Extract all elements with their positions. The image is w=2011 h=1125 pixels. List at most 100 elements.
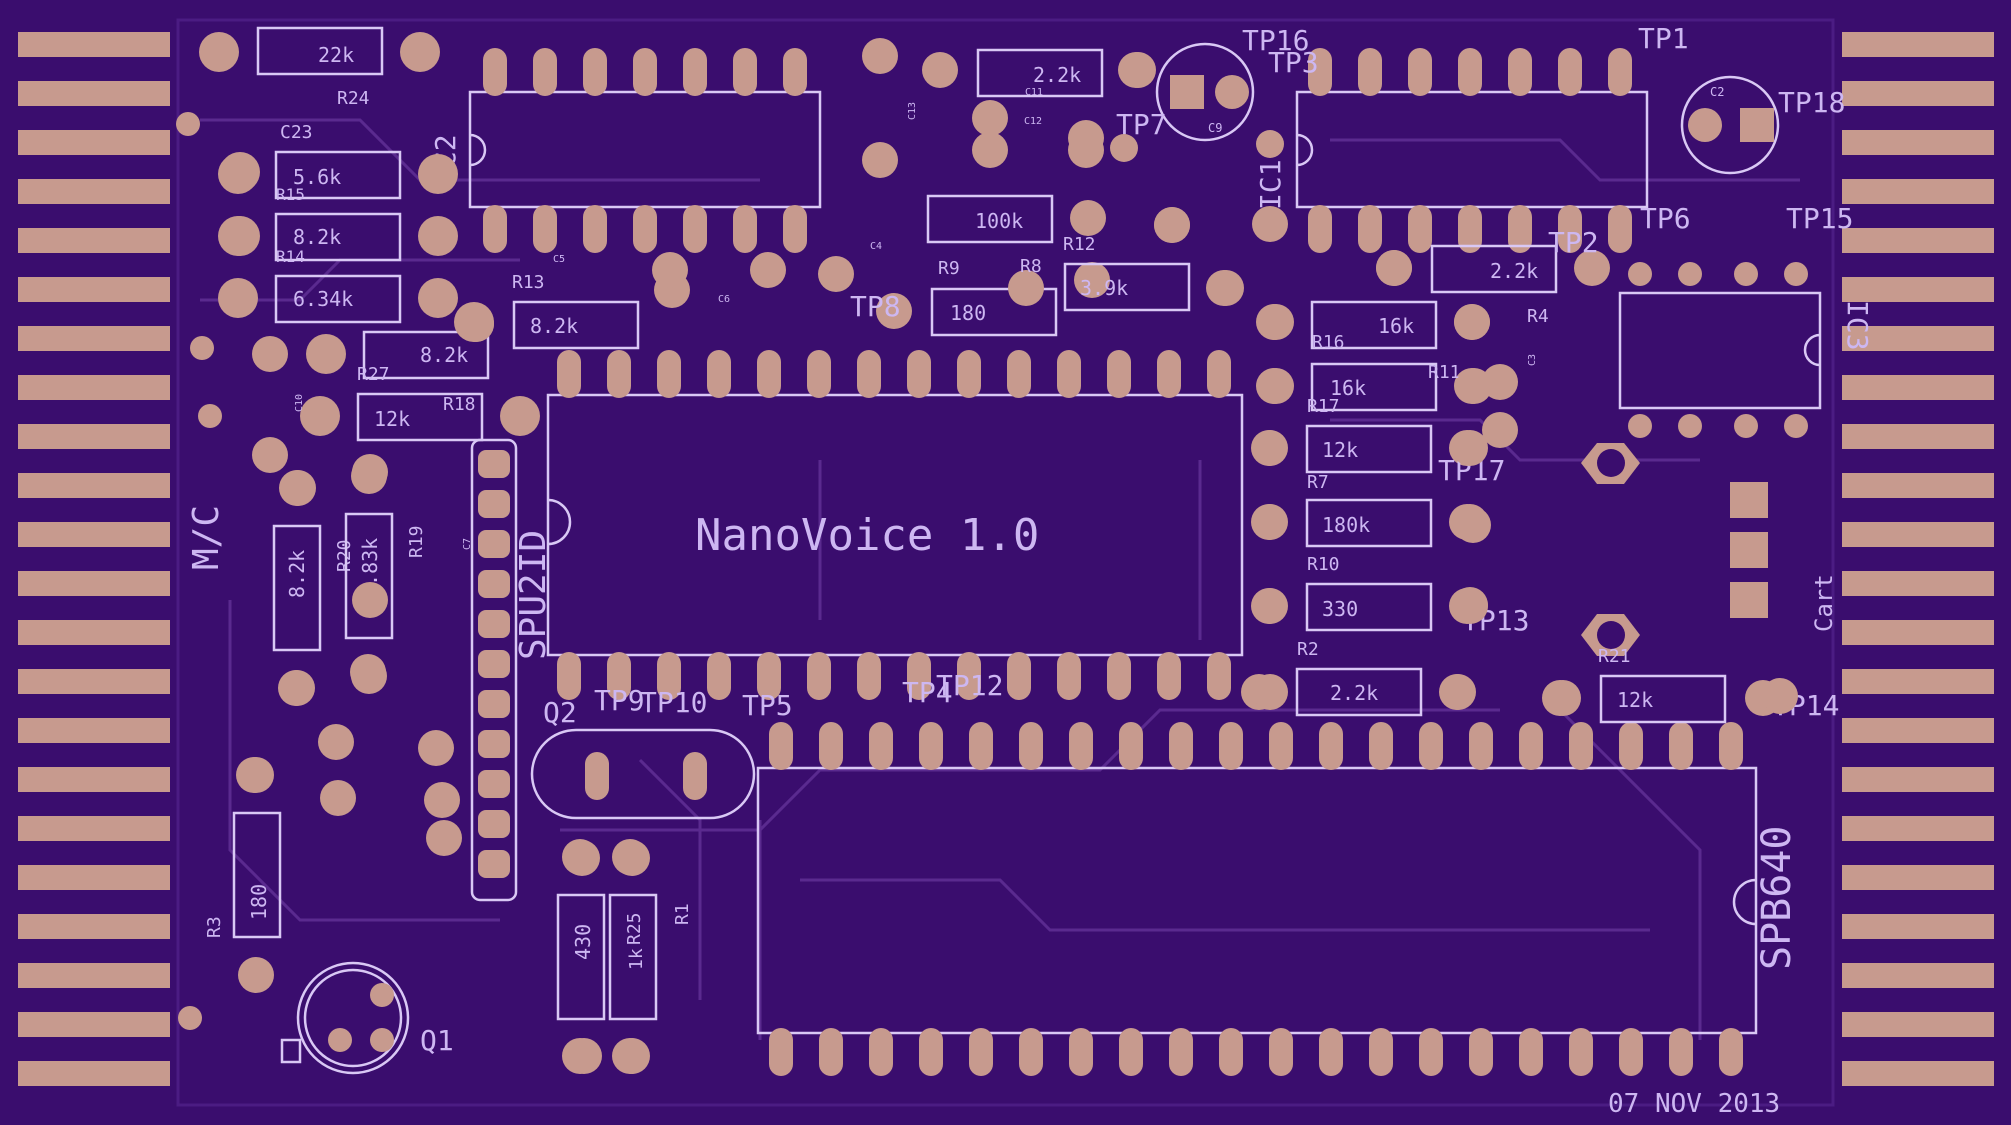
r13-value: 8.2k	[530, 314, 578, 338]
tp5-label: TP5	[742, 689, 793, 722]
r8-value: 3.9k	[1080, 276, 1128, 300]
ic1-chip: IC1	[1254, 48, 1649, 253]
r24-ref: R24	[337, 88, 370, 109]
transistor-q1: Q1	[280, 961, 454, 1075]
r27-ref: R27	[357, 364, 390, 385]
r9-value: 180	[950, 301, 986, 325]
r12-ref: R12	[1063, 234, 1096, 255]
tp8-label: TP8	[850, 290, 901, 323]
q2-label: Q2	[543, 696, 577, 729]
ic3-label: IC3	[1841, 300, 1874, 351]
r25-value: 430	[571, 924, 595, 960]
q1-label: Q1	[420, 1024, 454, 1057]
resistor-r9: 180 R9	[876, 258, 1110, 337]
r1-value: 1k	[626, 948, 647, 970]
r14-ref: R14	[276, 247, 305, 266]
tp1-label: TP1	[1638, 22, 1689, 55]
r2-value: 2.2k	[1330, 681, 1378, 705]
board-date: 07 NOV 2013	[1608, 1089, 1780, 1119]
c6-label: C6	[718, 294, 730, 305]
ic3-chip: IC3	[1618, 291, 1874, 410]
r15-ref: R15	[276, 185, 305, 204]
spu2-header: SPU2ID	[470, 438, 554, 902]
mc-label: M/C	[186, 505, 227, 570]
r21-value: 12k	[1617, 688, 1653, 712]
tp15-label: TP15	[1786, 202, 1853, 235]
c11-ref: C11	[1025, 87, 1043, 98]
r1-ref: R1	[672, 903, 693, 925]
vias	[176, 38, 1808, 1074]
r21-ref: R21	[1598, 646, 1631, 667]
r17-value: 12k	[1322, 438, 1358, 462]
r4-ref: R4	[1527, 306, 1549, 327]
mounting-holes	[1581, 443, 1640, 656]
board-outline	[176, 18, 1835, 1107]
r9-ref: R9	[938, 258, 960, 279]
r24-value: 22k	[318, 43, 354, 67]
r19-ref: R19	[406, 525, 427, 558]
edge-fingers-right	[1842, 32, 1994, 1086]
r10-value: 330	[1322, 597, 1358, 621]
tp18-label: TP18	[1778, 86, 1845, 119]
r25-ref: R25	[624, 912, 645, 945]
tp2-label: TP2	[1548, 226, 1599, 259]
r13-ref: R13	[512, 272, 545, 293]
resistor-r18: 12k R18	[300, 392, 540, 442]
r7-ref: R7	[1307, 472, 1329, 493]
r4-value: 2.2k	[1490, 259, 1538, 283]
spu2-label: SPU2ID	[513, 530, 554, 660]
r16-ref: R16	[1312, 332, 1345, 353]
c5-label: C5	[553, 254, 565, 265]
c12-label: C12	[1024, 116, 1042, 127]
spb640-chip: SPB640	[756, 722, 1800, 1076]
c11-value: 2.2k	[1033, 63, 1081, 87]
tp3-label: TP3	[1268, 46, 1319, 79]
cart-connector: Cart	[1730, 482, 1838, 632]
r3-ref: R3	[204, 916, 225, 938]
r16-value: 16k	[1378, 314, 1414, 338]
r20-ref: R20	[334, 539, 355, 572]
c7-label: C7	[462, 538, 473, 550]
c4-label: C4	[870, 241, 882, 252]
c13-label: C13	[907, 102, 918, 120]
board-title: NanoVoice 1.0	[695, 510, 1039, 561]
r2-ref: R2	[1297, 639, 1319, 660]
tp9-label: TP9	[594, 684, 645, 717]
r11-value: 16k	[1330, 376, 1366, 400]
resistor-r23: 6.34k	[218, 274, 458, 324]
c23-label: C23	[280, 122, 313, 143]
c10-label: C10	[294, 394, 305, 412]
crystal-q2: Q2	[530, 696, 756, 820]
resistor-r24: 22k R24	[199, 26, 440, 109]
tp4-label: TP4	[902, 676, 953, 709]
r11-ref: R11	[1428, 362, 1461, 383]
r7-value: 180k	[1322, 513, 1370, 537]
r20-value: 8.2k	[285, 550, 309, 598]
c2-label: C2	[1710, 85, 1724, 99]
cart-label: Cart	[1810, 574, 1838, 632]
r18-ref: R18	[443, 394, 476, 415]
tp6-label: TP6	[1640, 202, 1691, 235]
cap-c9: C9	[1155, 42, 1255, 142]
cap-c2: C2	[1680, 75, 1780, 175]
r12-value: 100k	[975, 209, 1023, 233]
r15-value: 5.6k	[293, 165, 341, 189]
r17-ref: R17	[1307, 396, 1340, 417]
tp10-label: TP10	[640, 686, 707, 719]
tp12-label: TP12	[936, 669, 1003, 702]
c3-label: C3	[1527, 354, 1538, 366]
r14-value: 8.2k	[293, 225, 341, 249]
r23-value: 6.34k	[293, 287, 353, 311]
r8-ref: R8	[1020, 256, 1042, 277]
r18-value: 12k	[374, 407, 410, 431]
r3-value: 180	[247, 884, 271, 920]
c9-label: C9	[1208, 121, 1222, 135]
ic1-label: IC1	[1254, 159, 1287, 210]
tp16-label: TP16	[1242, 24, 1309, 57]
r10-ref: R10	[1307, 554, 1340, 575]
spb640-label: SPB640	[1754, 826, 1800, 971]
test-points: TP1 TP2 TP3 TP4 TP5 TP6 TP7 TP8 TP9 TP10…	[594, 22, 1853, 722]
r27-value: 8.2k	[420, 343, 468, 367]
